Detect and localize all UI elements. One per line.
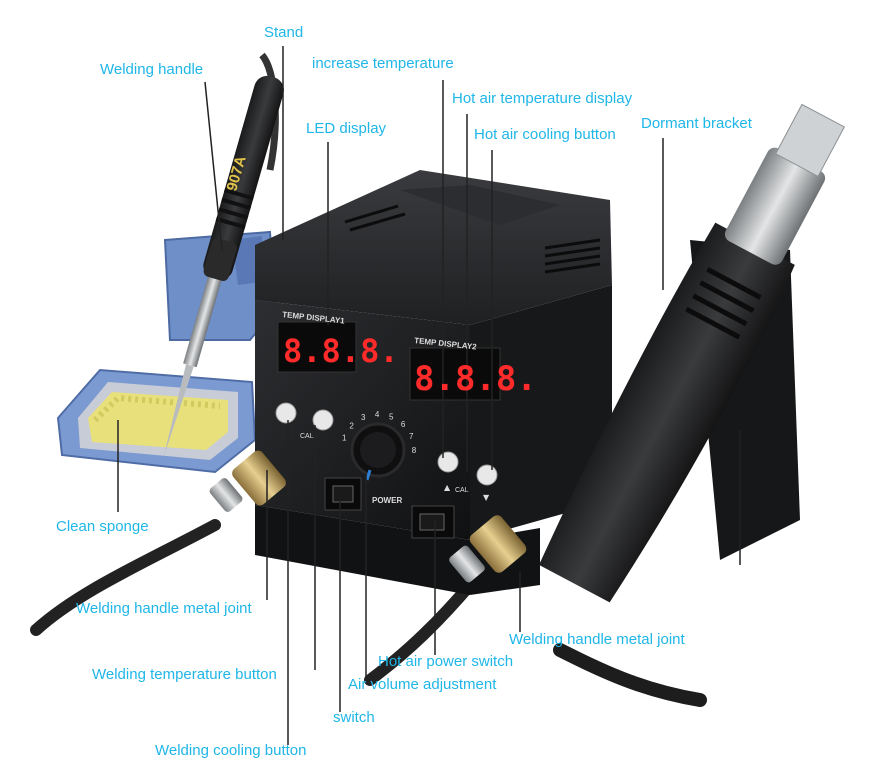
display2-digits: 8.8.8. bbox=[414, 359, 537, 399]
knob-scale-number: 1 bbox=[342, 434, 347, 443]
label-welding-temperature-button: Welding temperature button bbox=[92, 666, 277, 683]
label-hot-air-cooling-button: Hot air cooling button bbox=[474, 126, 616, 143]
label-hot-air-power-switch: Hot air power switch bbox=[378, 653, 514, 670]
gun-cable-back bbox=[553, 643, 707, 707]
iron-cable bbox=[30, 519, 221, 636]
label-clean-sponge: Clean sponge bbox=[56, 518, 149, 535]
gun-cable-front bbox=[364, 579, 476, 686]
label-welding-handle-metal-joint-left: Welding handle metal joint bbox=[76, 600, 252, 617]
display1-digits: 8.8.8. bbox=[283, 332, 399, 370]
led-display-1 bbox=[277, 321, 357, 373]
station-side bbox=[470, 285, 612, 540]
cal-label-left: CAL bbox=[300, 433, 314, 440]
knob-scale-number: 7 bbox=[409, 432, 414, 441]
leader-lines bbox=[117, 46, 741, 745]
label-air-volume-adjustment: Air volume adjustment bbox=[348, 676, 497, 693]
label-welding-handle-metal-joint-right: Welding handle metal joint bbox=[509, 631, 685, 648]
label-welding-cooling-button: Welding cooling button bbox=[155, 742, 307, 759]
label-led-display: LED display bbox=[306, 120, 387, 137]
arrow-up-marking: ▲ bbox=[444, 483, 451, 492]
knob-scale-number: 2 bbox=[349, 422, 354, 431]
arrow-down-marking: ▼ bbox=[483, 493, 490, 502]
display2-caption: TEMP DISPLAY2 bbox=[414, 336, 478, 352]
welding-temperature-button[interactable] bbox=[312, 409, 334, 431]
iron-metal-joint bbox=[209, 450, 286, 512]
knob-scale-number: 4 bbox=[375, 410, 380, 419]
label-increase-temperature: increase temperature bbox=[312, 55, 454, 72]
cal-label-right: CAL bbox=[455, 487, 469, 494]
label-stand: Stand bbox=[264, 24, 304, 41]
welding-handle bbox=[163, 75, 284, 457]
label-switch: switch bbox=[333, 709, 375, 726]
knob-scale-number: 5 bbox=[389, 413, 394, 422]
iron-grip-rings bbox=[215, 188, 254, 230]
welding-cooling-button[interactable] bbox=[275, 402, 297, 424]
label-welding-handle: Welding handle bbox=[100, 61, 204, 78]
led-display-2 bbox=[409, 347, 501, 401]
knob-scale-number: 8 bbox=[412, 446, 417, 455]
knob-scale-number: 3 bbox=[361, 413, 366, 422]
label-hot-air-temperature-display: Hot air temperature display bbox=[452, 90, 633, 107]
display1-caption: TEMP DISPLAY1 bbox=[282, 310, 346, 326]
label-dormant-bracket: Dormant bracket bbox=[641, 115, 752, 132]
power-caption: POWER bbox=[372, 496, 402, 505]
knob-scale-number: 6 bbox=[401, 420, 406, 429]
gun-metal-joint bbox=[449, 515, 527, 583]
hot-air-gun bbox=[539, 103, 846, 603]
station-vents bbox=[344, 204, 601, 274]
